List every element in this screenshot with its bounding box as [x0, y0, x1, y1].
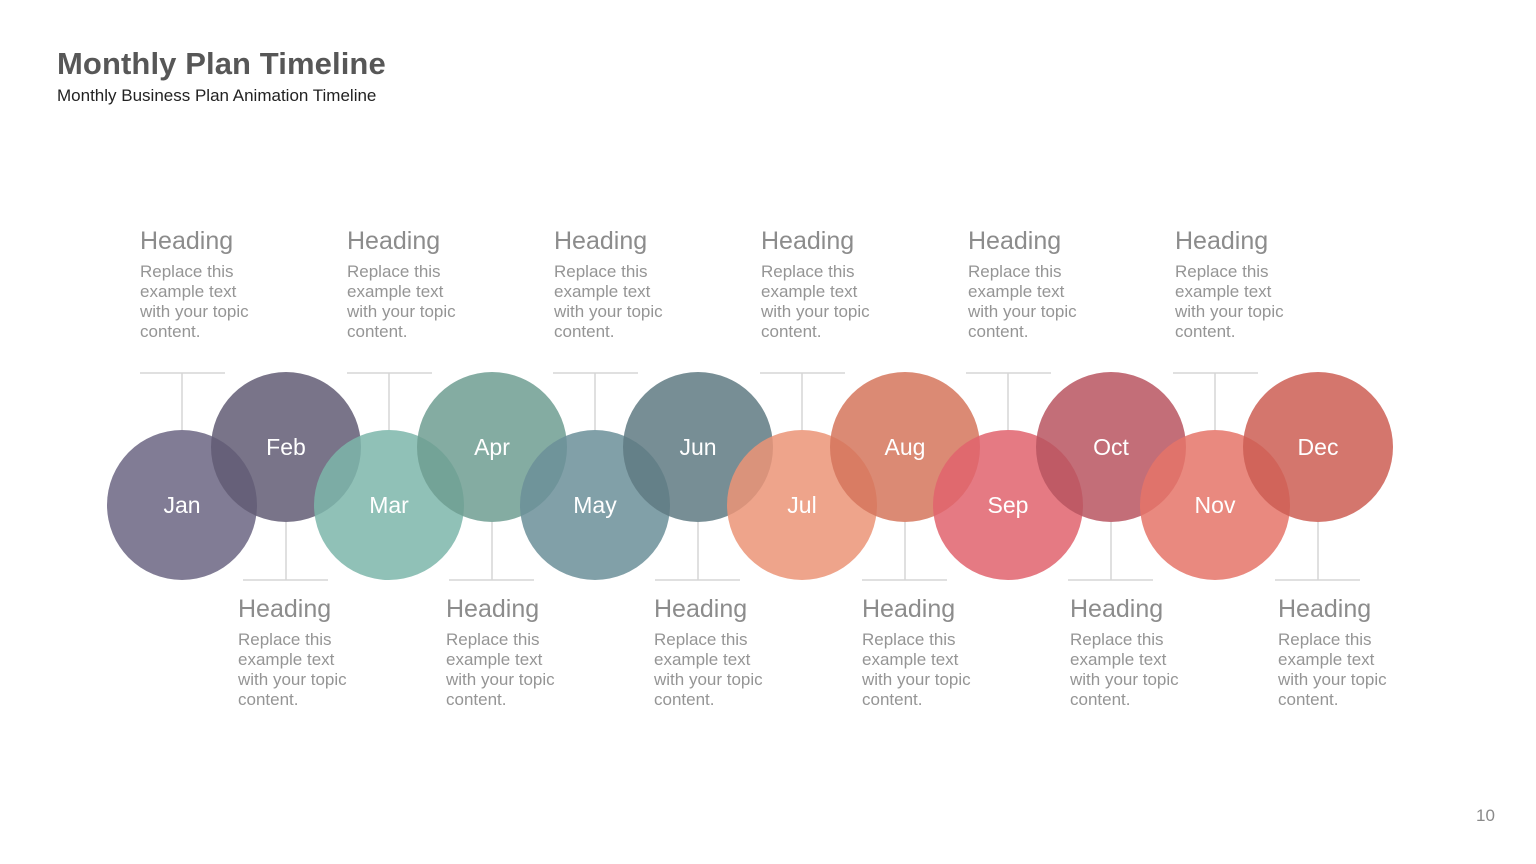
- info-heading: Heading: [1175, 227, 1269, 255]
- month-label-apr: Apr: [474, 434, 510, 460]
- info-heading: Heading: [347, 227, 441, 255]
- page-number: 10: [1476, 806, 1495, 825]
- info-body: Replace this example text with your topi…: [761, 262, 870, 341]
- top-info-block: Heading Replace this example text with y…: [140, 226, 340, 342]
- month-label-jul: Jul: [787, 492, 817, 518]
- info-body: Replace this example text with your topi…: [1070, 630, 1179, 709]
- info-heading: Heading: [1070, 595, 1164, 623]
- bottom-info-block: Heading Replace this example text with y…: [238, 594, 438, 710]
- top-info-block: Heading Replace this example text with y…: [761, 226, 961, 342]
- info-heading: Heading: [140, 227, 234, 255]
- month-label-oct: Oct: [1093, 434, 1129, 460]
- month-circles: [107, 372, 1393, 580]
- info-heading: Heading: [238, 595, 332, 623]
- top-info-block: Heading Replace this example text with y…: [1175, 226, 1375, 342]
- slide-subtitle: Monthly Business Plan Animation Timeline: [57, 86, 377, 105]
- connector-lines: [140, 372, 1360, 581]
- top-info-block: Heading Replace this example text with y…: [968, 226, 1168, 342]
- info-body: Replace this example text with your topi…: [446, 630, 555, 709]
- month-label-mar: Mar: [369, 492, 409, 518]
- top-info-block: Heading Replace this example text with y…: [347, 226, 547, 342]
- info-body: Replace this example text with your topi…: [1278, 630, 1387, 709]
- info-body: Replace this example text with your topi…: [140, 262, 249, 341]
- month-label-dec: Dec: [1297, 434, 1339, 460]
- slide-title: Monthly Plan Timeline: [57, 46, 386, 81]
- bottom-info-block: Heading Replace this example text with y…: [446, 594, 646, 710]
- info-heading: Heading: [862, 595, 956, 623]
- month-label-nov: Nov: [1194, 492, 1236, 518]
- top-info-block: Heading Replace this example text with y…: [554, 226, 754, 342]
- info-heading: Heading: [446, 595, 540, 623]
- info-body: Replace this example text with your topi…: [347, 262, 456, 341]
- month-label-jan: Jan: [163, 492, 201, 518]
- month-label-may: May: [573, 492, 617, 518]
- info-heading: Heading: [654, 595, 748, 623]
- bottom-info-block: Heading Replace this example text with y…: [1070, 594, 1270, 710]
- info-body: Replace this example text with your topi…: [1175, 262, 1284, 341]
- info-body: Replace this example text with your topi…: [862, 630, 971, 709]
- bottom-info-block: Heading Replace this example text with y…: [1278, 594, 1478, 710]
- month-label-feb: Feb: [266, 434, 306, 460]
- info-heading: Heading: [554, 227, 648, 255]
- month-circle-dec: [1243, 372, 1393, 522]
- month-label-aug: Aug: [884, 434, 926, 460]
- month-label-sep: Sep: [987, 492, 1029, 518]
- info-body: Replace this example text with your topi…: [968, 262, 1077, 341]
- bottom-info-block: Heading Replace this example text with y…: [654, 594, 854, 710]
- info-body: Replace this example text with your topi…: [238, 630, 347, 709]
- bottom-info-block: Heading Replace this example text with y…: [862, 594, 1062, 710]
- info-heading: Heading: [761, 227, 855, 255]
- info-heading: Heading: [968, 227, 1062, 255]
- info-heading: Heading: [1278, 595, 1372, 623]
- info-body: Replace this example text with your topi…: [654, 630, 763, 709]
- month-label-jun: Jun: [679, 434, 717, 460]
- info-body: Replace this example text with your topi…: [554, 262, 663, 341]
